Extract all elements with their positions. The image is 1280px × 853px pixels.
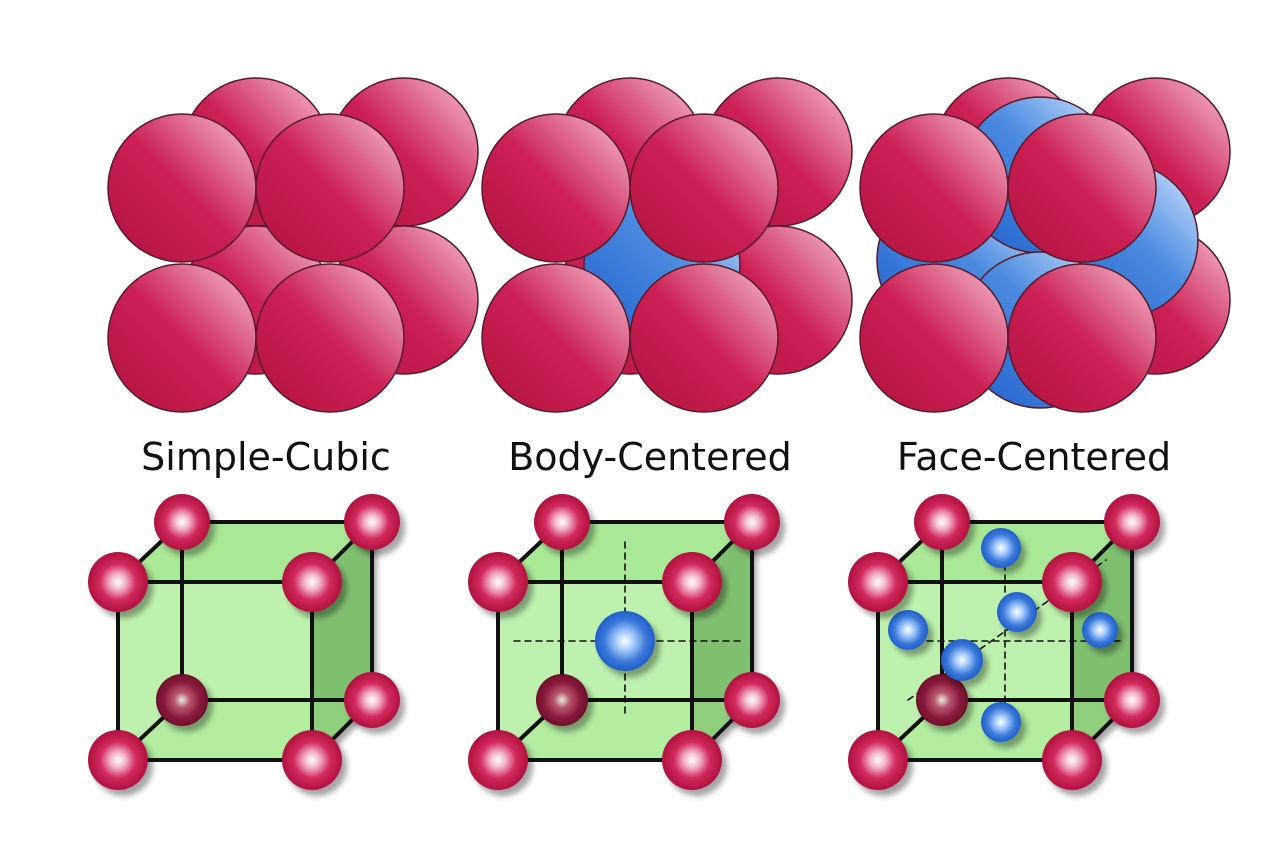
corner-atom [1042, 552, 1102, 612]
face-center-atom [997, 592, 1037, 632]
corner-atom [662, 552, 722, 612]
front-atom [629, 263, 779, 413]
face-center-atom [941, 639, 983, 681]
body-centered-label: Body-Centered [508, 435, 792, 479]
front-atom [859, 113, 1009, 263]
front-atom [255, 263, 405, 413]
corner-atom [536, 674, 588, 726]
front-atom [107, 113, 257, 263]
simple-cubic-label: Simple-Cubic [141, 435, 391, 479]
front-atom [255, 113, 405, 263]
corner-atom [468, 730, 528, 790]
front-atom [859, 263, 1009, 413]
corner-atom [282, 552, 342, 612]
front-atom [481, 263, 631, 413]
face-centered-label: Face-Centered [897, 435, 1171, 479]
corner-atom [282, 730, 342, 790]
corner-atom [914, 494, 970, 550]
corner-atom [1042, 730, 1102, 790]
corner-atom [344, 494, 400, 550]
front-atom [1007, 263, 1157, 413]
front-atom [481, 113, 631, 263]
face-center-atom [981, 702, 1021, 742]
face-center-atom [981, 528, 1021, 568]
corner-atom [724, 494, 780, 550]
corner-atom [848, 552, 908, 612]
corner-atom [534, 494, 590, 550]
body-center-atom [595, 611, 655, 671]
corner-atom [154, 494, 210, 550]
corner-atom [916, 674, 968, 726]
front-atom [629, 113, 779, 263]
body-centered-unit-cell-icon [468, 494, 780, 790]
simple-cubic-packing-icon [107, 77, 479, 413]
corner-atom [88, 552, 148, 612]
face-centered-packing-icon [859, 77, 1231, 413]
body-centered-packing-icon [481, 77, 853, 413]
corner-atom [848, 730, 908, 790]
corner-atom [1104, 672, 1160, 728]
corner-atom [156, 674, 208, 726]
corner-atom [724, 672, 780, 728]
simple-cubic-unit-cell-icon [88, 494, 400, 790]
face-center-atom [888, 610, 928, 650]
face-center-atom [1082, 612, 1118, 648]
front-atom [1007, 113, 1157, 263]
corner-atom [662, 730, 722, 790]
corner-atom [468, 552, 528, 612]
corner-atom [1104, 494, 1160, 550]
face-centered-unit-cell-icon [848, 494, 1160, 790]
corner-atom [88, 730, 148, 790]
front-atom [107, 263, 257, 413]
corner-atom [344, 672, 400, 728]
